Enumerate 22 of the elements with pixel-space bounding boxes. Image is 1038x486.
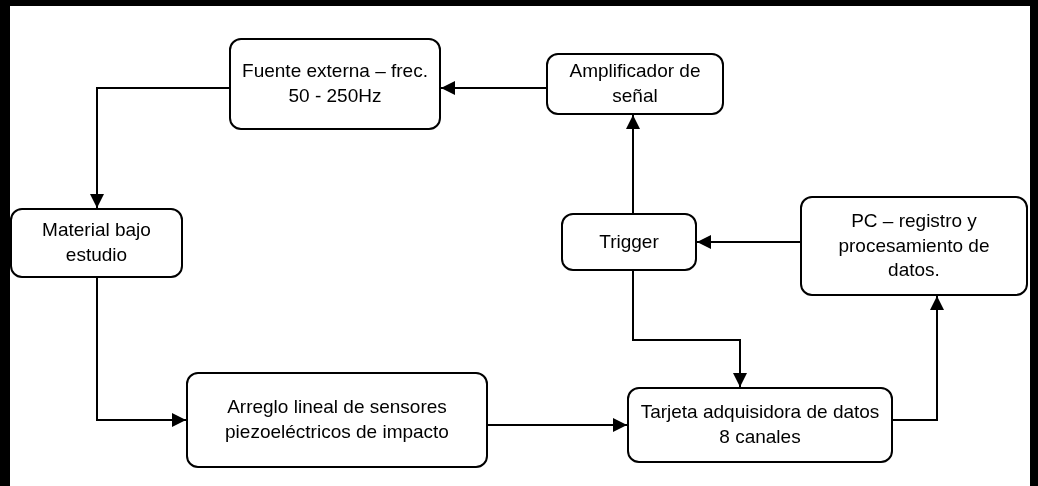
arrow (892, 295, 944, 421)
arrow (696, 235, 801, 249)
arrow (487, 418, 628, 432)
box-label: PC – registro y procesamiento de datos. (837, 208, 991, 283)
box-label: Tarjeta adquisidora de datos 8 canales (639, 400, 881, 449)
box-label: Trigger (599, 229, 659, 254)
process-box (627, 387, 893, 463)
arrow (96, 277, 187, 427)
arrow (90, 87, 230, 209)
box-label: Material bajo estudio (41, 218, 152, 267)
process-box (546, 53, 724, 115)
process-box (229, 38, 441, 130)
box-label: Fuente externa – frec. 50 - 250Hz (241, 59, 429, 108)
process-box (800, 196, 1028, 296)
process-box (10, 208, 183, 278)
arrow (626, 114, 640, 214)
process-box (561, 213, 697, 271)
arrow (632, 270, 747, 388)
process-box (186, 372, 488, 468)
box-label: Amplificador de señal (568, 59, 702, 108)
arrow (440, 81, 547, 95)
box-label: Arreglo lineal de sensores piezoeléctricos de impacto (224, 395, 450, 444)
